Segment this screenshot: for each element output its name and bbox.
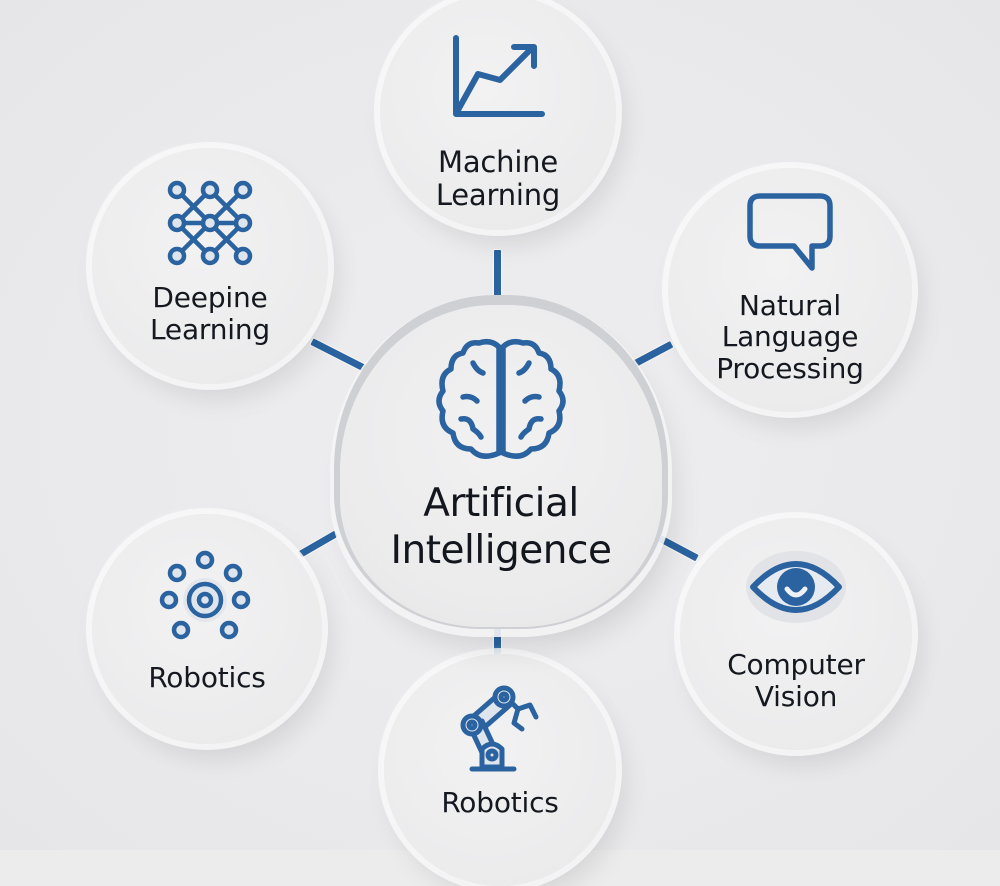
label-line: Robotics (148, 660, 266, 694)
node-robotics-left[interactable]: Robotics (92, 514, 322, 744)
node-label: Robotics (441, 785, 559, 819)
connector-bottom-left (298, 530, 339, 558)
label-line: Robotics (441, 785, 559, 819)
connector-bottom-right (658, 535, 699, 562)
node-label: Computer Vision (727, 647, 865, 713)
node-label: Natural Language Processing (716, 290, 864, 384)
connector-top (494, 250, 501, 300)
node-label: Machine Learning (435, 144, 561, 213)
radial-nodes-icon (157, 550, 257, 644)
central-title: Artificial Intelligence (391, 481, 612, 575)
robot-arm-icon (452, 677, 548, 773)
neural-network-grid-icon (167, 180, 253, 266)
label-line: Natural (739, 288, 841, 322)
node-computer-vision[interactable]: Computer Vision (680, 518, 912, 750)
label-line: Learning (435, 178, 561, 212)
title-line: Intelligence (390, 527, 612, 573)
node-deep-learning[interactable]: Deepine Learning (92, 148, 328, 384)
label-line: Learning (150, 313, 270, 346)
connector-top-right (622, 341, 674, 373)
connector-top-left (310, 338, 371, 374)
connector-bottom (494, 616, 501, 654)
title-line: Artificial (423, 481, 579, 526)
label-line: Computer (727, 647, 865, 681)
label-line: Vision (754, 680, 838, 713)
node-label: Robotics (148, 660, 266, 694)
label-line: Language (721, 320, 859, 354)
node-natural-language-processing[interactable]: Natural Language Processing (668, 168, 912, 412)
eye-icon (741, 547, 851, 627)
brain-icon (431, 337, 571, 467)
node-machine-learning[interactable]: Machine Learning (380, 0, 616, 230)
node-robotics-bottom[interactable]: Robotics (384, 654, 616, 886)
label-line: Machine (438, 144, 558, 179)
node-label: Deepine Learning (150, 280, 270, 346)
line-chart-trend-up-icon (448, 32, 548, 122)
label-line: Deepine (152, 280, 268, 314)
label-line: Processing (716, 351, 864, 385)
speech-bubble-icon (744, 190, 836, 276)
central-node-artificial-intelligence[interactable]: Artificial Intelligence (340, 305, 662, 627)
